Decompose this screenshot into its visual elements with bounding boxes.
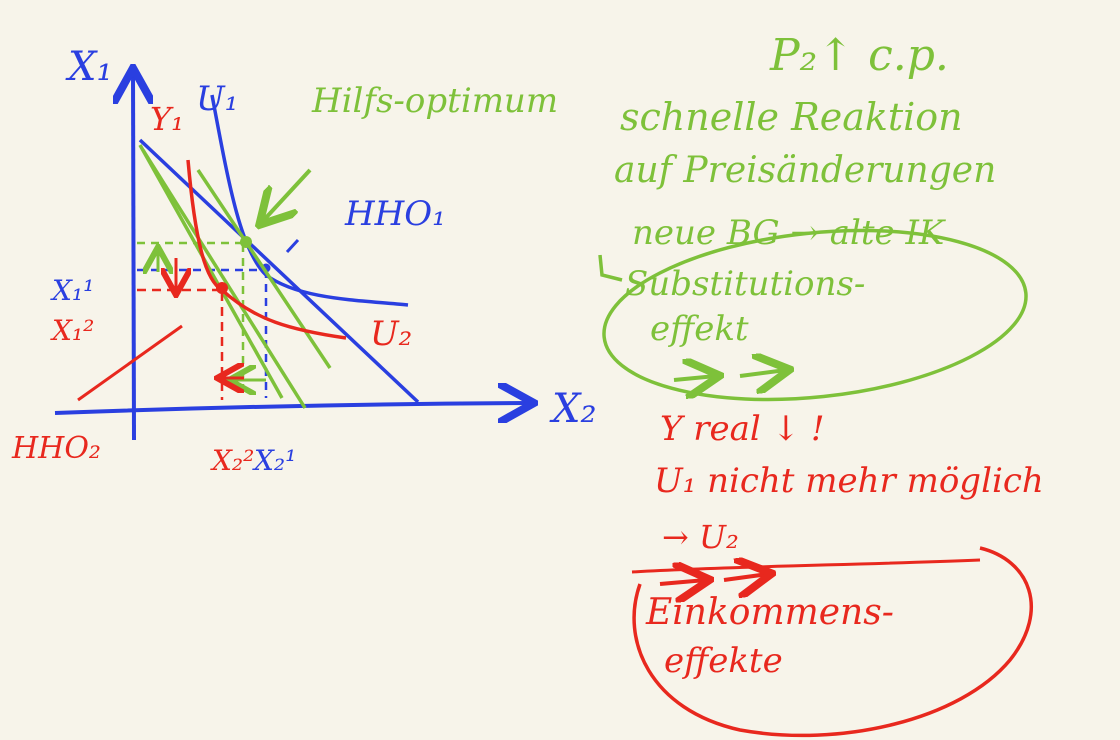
x-axis-label: X₂ (549, 386, 597, 432)
income-arrow-b (723, 574, 768, 580)
note-price-changes: auf Preisänderungen (614, 150, 996, 191)
x-tick-x2-2: X₂² (210, 444, 254, 477)
note-hilfs-optimum: Hilfs-optimum (311, 81, 558, 121)
y-tick-x1-1: X₁¹ (50, 274, 94, 307)
x-axis (54, 403, 530, 413)
household-2-line (77, 324, 183, 402)
note-not-reachable: U₁ nicht mehr möglich (654, 461, 1044, 501)
note-real-income: Y real ↓ ! (660, 409, 825, 449)
curve-u2-label: U₂ (370, 314, 412, 354)
income-circle (632, 546, 1034, 738)
curve-y1-label: Y₁ (150, 100, 184, 138)
substitution-arrow-a (673, 376, 716, 380)
separator-line (631, 558, 981, 574)
y-axis (133, 72, 134, 441)
note-to-u2: → U₂ (662, 518, 739, 556)
income-arrow-a (659, 580, 706, 584)
curve-u1-label: U₁ (196, 79, 238, 119)
household-2-label: HHO₂ (11, 431, 101, 466)
tick-mark-1 (285, 238, 300, 254)
note-income-1: Einkommens- (645, 592, 894, 633)
y-axis-label: X₁ (65, 44, 113, 90)
substitution-arrow-b (739, 370, 786, 376)
x-tick-x2-1: X₂¹ (252, 444, 296, 477)
substitution-circle (602, 228, 1028, 402)
budget-line-auxiliary (141, 149, 307, 409)
budget-line-original (138, 138, 420, 404)
note-substitution-2: effekt (650, 309, 749, 349)
substitution-hook-arrow (598, 254, 623, 282)
note-reaction: schnelle Reaktion (620, 95, 963, 139)
household-1-label: HHO₁ (344, 194, 446, 234)
note-income-2: effekte (664, 641, 783, 681)
note-substitution-1: Substitutions- (625, 264, 865, 304)
y-tick-x1-2: X₁² (50, 314, 94, 347)
note-price-change: P₂↑ c.p. (769, 30, 949, 81)
budget-line-new (138, 144, 284, 399)
green-curve-segment (196, 169, 332, 369)
pointer-arrow-aux (262, 168, 312, 222)
